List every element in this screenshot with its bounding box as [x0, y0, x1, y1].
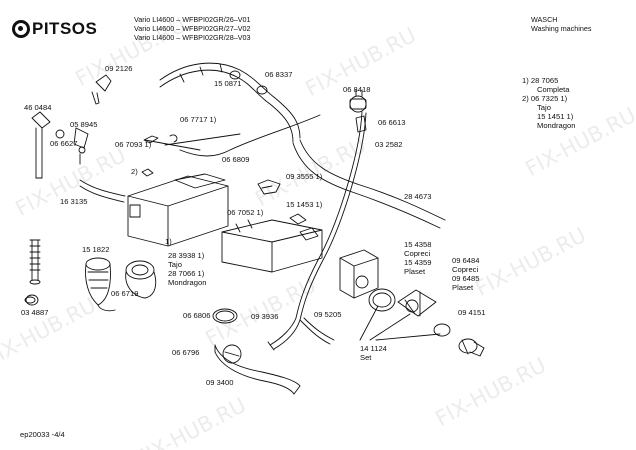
label-096484-copreci: Copreci [452, 265, 479, 274]
label-058945: 05 8945 [70, 120, 98, 129]
hose-095205 [299, 317, 335, 345]
label-096485-plaset: Plaset [452, 283, 474, 292]
label-068806: 06 6806 [183, 311, 211, 320]
category-subtitle: Washing machines [531, 24, 592, 33]
label-141124-set: Set [360, 353, 372, 362]
label-067093: 06 7093 1) [115, 140, 152, 149]
filter-094151 [458, 338, 485, 357]
label-287066: 28 7066 1) [168, 269, 205, 278]
label-154359: 15 4359 [404, 258, 432, 267]
legend-line-6: Mondragon [537, 121, 576, 130]
bellows-151822 [85, 257, 116, 312]
top-hose [159, 62, 301, 143]
model-line-1: Vario LI4600 – WFBPI02GR/26–V01 [134, 15, 251, 24]
valve-058945 [55, 127, 89, 165]
cap-034887 [24, 296, 36, 304]
label-066719: 06 6719 [111, 289, 139, 298]
label-066796: 06 6796 [172, 348, 200, 357]
clamp-066806 [212, 308, 238, 324]
drain-hose-093400 [214, 344, 301, 395]
label-283938: 28 3938 1) [168, 251, 205, 260]
hose-066719 [125, 260, 157, 299]
legend-line-2: Completa [537, 85, 570, 94]
label-287066-mondragon: Mondragon [168, 278, 207, 287]
pump-154358 [339, 249, 396, 312]
label-096484: 09 6484 [452, 256, 480, 265]
legend-line-5: 15 1451 1) [537, 112, 574, 121]
cable-066809 [179, 114, 321, 157]
category-title: WASCH [531, 15, 558, 24]
label-154358: 15 4358 [404, 240, 432, 249]
label-032582: 03 2582 [375, 140, 403, 149]
ball-valve-066796 [222, 344, 242, 364]
label-163135: 16 3135 [60, 197, 88, 206]
label-068337: 06 8337 [265, 70, 293, 79]
part-2 [141, 168, 154, 177]
filter-housing-096484 [397, 289, 451, 337]
label-283938-tajo: Tajo [168, 260, 182, 269]
label-284673: 28 4673 [404, 192, 432, 201]
label-096485: 09 6485 [452, 274, 480, 283]
label-067052: 06 7052 1) [227, 208, 264, 217]
label-092126: 09 2126 [105, 64, 133, 73]
label-066809: 06 6809 [222, 155, 250, 164]
clips-067717 [143, 133, 241, 151]
legend-line-4: Tajo [537, 103, 551, 112]
clip-093555 [257, 179, 281, 195]
brand-logo-icon [12, 20, 30, 38]
set-141124-leaders [359, 305, 441, 341]
label-150871: 15 0871 [214, 79, 242, 88]
pressure-tube-066613 [295, 111, 367, 321]
label-095205: 09 5205 [314, 310, 342, 319]
legend-line-1: 1) 28 7065 [522, 76, 559, 85]
label-part-1: 1) [165, 237, 172, 246]
label-093936: 09 3936 [251, 312, 279, 321]
label-066627: 06 6627 [50, 139, 78, 148]
label-068418: 06 8418 [343, 85, 371, 94]
model-line-2: Vario LI4600 – WFBPI02GR/27–V02 [134, 24, 251, 33]
hose-connector-092126 [91, 74, 112, 105]
label-094151: 09 4151 [458, 308, 486, 317]
label-067717: 06 7717 1) [180, 115, 217, 124]
label-141124: 14 1124 [360, 344, 387, 353]
page-reference: ep20033 -4/4 [20, 430, 65, 439]
drawer-tray-283938 [221, 213, 323, 273]
label-093555: 09 3555 1) [286, 172, 323, 181]
label-part-2: 2) [131, 167, 138, 176]
label-460484: 46 0484 [24, 103, 52, 112]
label-151453: 15 1453 1) [286, 200, 323, 209]
label-066613: 06 6613 [378, 118, 406, 127]
brand-logo: PITSOS [12, 19, 97, 39]
pressure-switch-068418 [349, 89, 367, 113]
model-line-3: Vario LI4600 – WFBPI02GR/28–V03 [134, 33, 251, 42]
label-154359-plaset: Plaset [404, 267, 426, 276]
hose-093936 [267, 317, 301, 351]
brand-name: PITSOS [32, 19, 98, 38]
label-034887: 03 4887 [21, 308, 49, 317]
label-151822: 15 1822 [82, 245, 110, 254]
drain-hose-284673 [292, 139, 446, 229]
legend-line-3: 2) 06 7325 1) [522, 94, 568, 103]
dispenser-housing-163135 [79, 173, 229, 247]
inlet-assembly-460484 [25, 111, 51, 306]
label-154358-copreci: Copreci [404, 249, 431, 258]
label-093400: 09 3400 [206, 378, 234, 387]
